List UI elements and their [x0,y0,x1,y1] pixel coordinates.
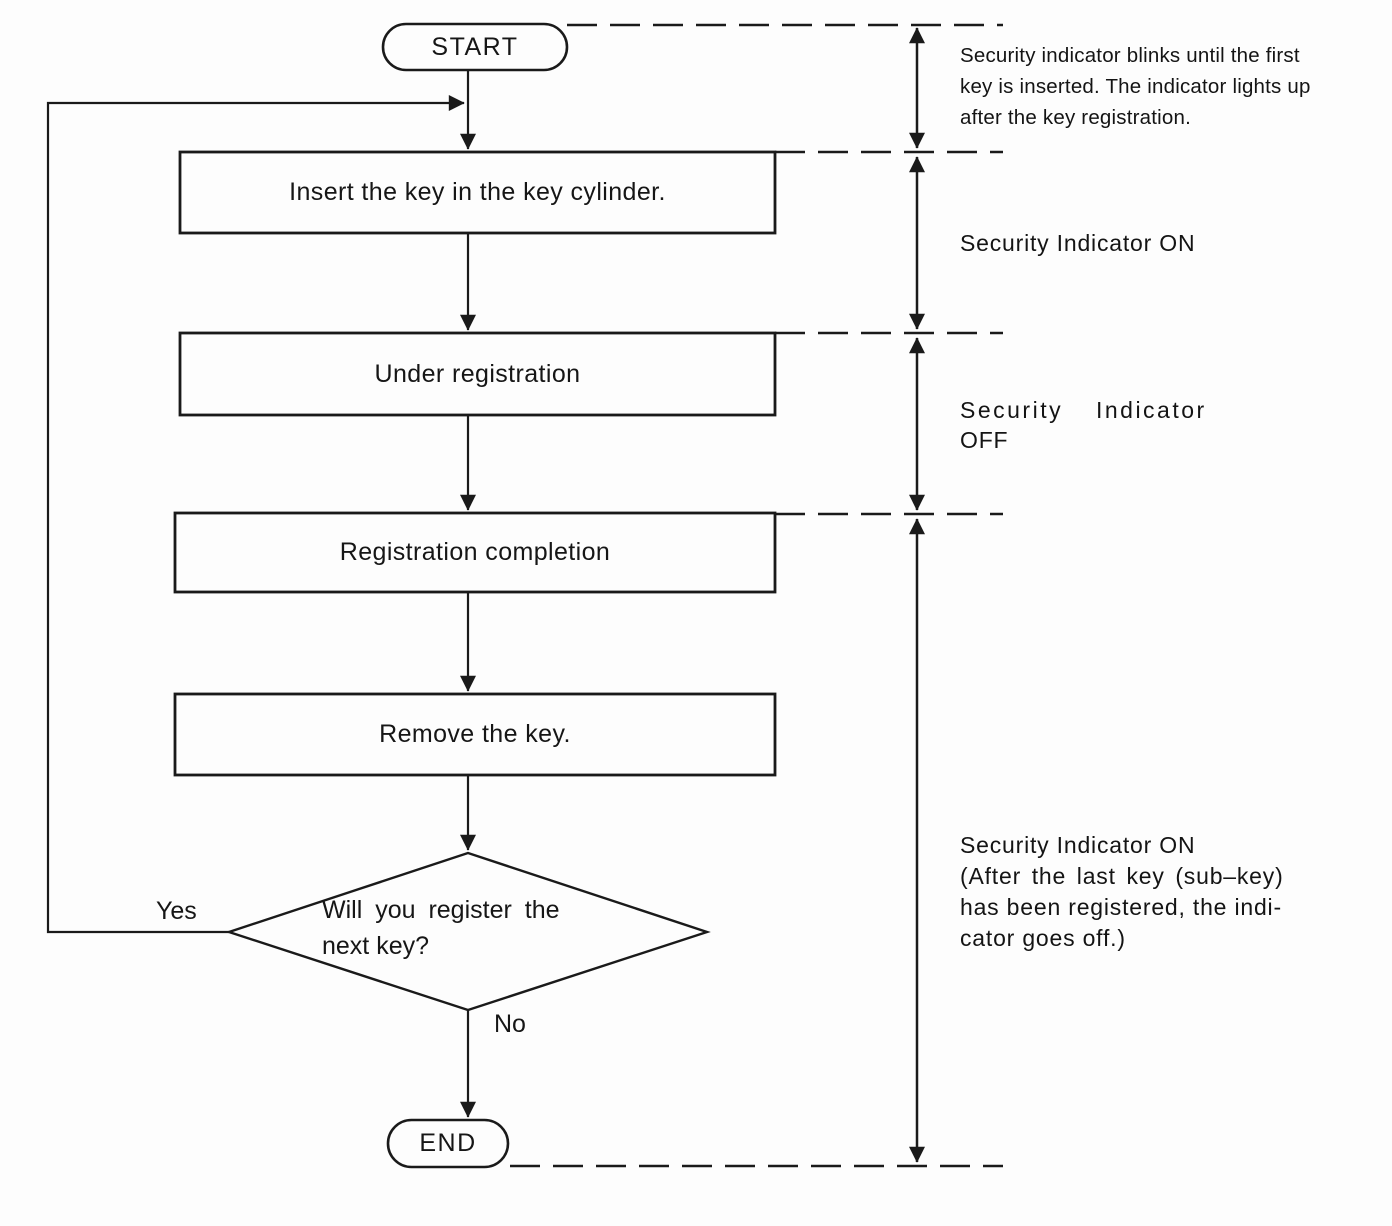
start-terminal-label: START [431,32,519,61]
process-label-remove-key: Remove the key. [379,720,571,748]
no-branch-label: No [494,1010,526,1038]
flow-arrows [46,70,476,1118]
annotation-indicator-off-line2: OFF [960,427,1009,453]
annotation-blink-note: Security indicator blinks until the firs… [960,40,1350,133]
decision-label: Will you register the next key? [322,892,560,964]
end-terminal-label: END [419,1129,477,1157]
annotation-indicator-on-after-line1: Security Indicator ON [960,832,1196,858]
process-label-registration-completion: Registration completion [339,538,611,566]
annotation-indicator-on-after-line3: has been registered, the indi- [960,894,1282,920]
dashed-reference-lines [510,23,1003,1168]
decision-label-line1: Will you register the [322,896,560,924]
annotation-blink-note-line1: Security indicator blinks until the firs… [960,44,1300,67]
annotation-indicator-off: Security Indicator OFF [960,395,1350,455]
process-box-insert-key [178,150,777,235]
end-terminal-shape [386,1118,510,1169]
annotation-blink-note-line3: after the key registration. [960,106,1192,129]
decision-label-line2: next key? [322,932,430,960]
annotation-indicator-on: Security Indicator ON [960,230,1196,256]
arrow-yes-loop [46,95,465,934]
annotation-indicator-on-after-line4: cator goes off.) [960,925,1126,951]
annotation-indicator-on-after: Security Indicator ON (After the last ke… [960,830,1350,954]
process-label-under-registration: Under registration [374,359,581,388]
process-box-remove-key [173,692,777,777]
process-box-registration-completion [173,511,777,594]
annotation-indicator-off-line1: Security Indicator [960,397,1207,423]
annotation-blink-note-line2: key is inserted. The indicator lights up [960,75,1311,98]
process-box-under-registration [178,331,777,417]
annotation-indicator-on-after-line2: (After the last key (sub–key) [960,863,1284,889]
yes-branch-label: Yes [156,897,197,925]
process-label-insert-key: Insert the key in the key cylinder. [289,178,666,206]
start-terminal-shape [381,22,569,72]
